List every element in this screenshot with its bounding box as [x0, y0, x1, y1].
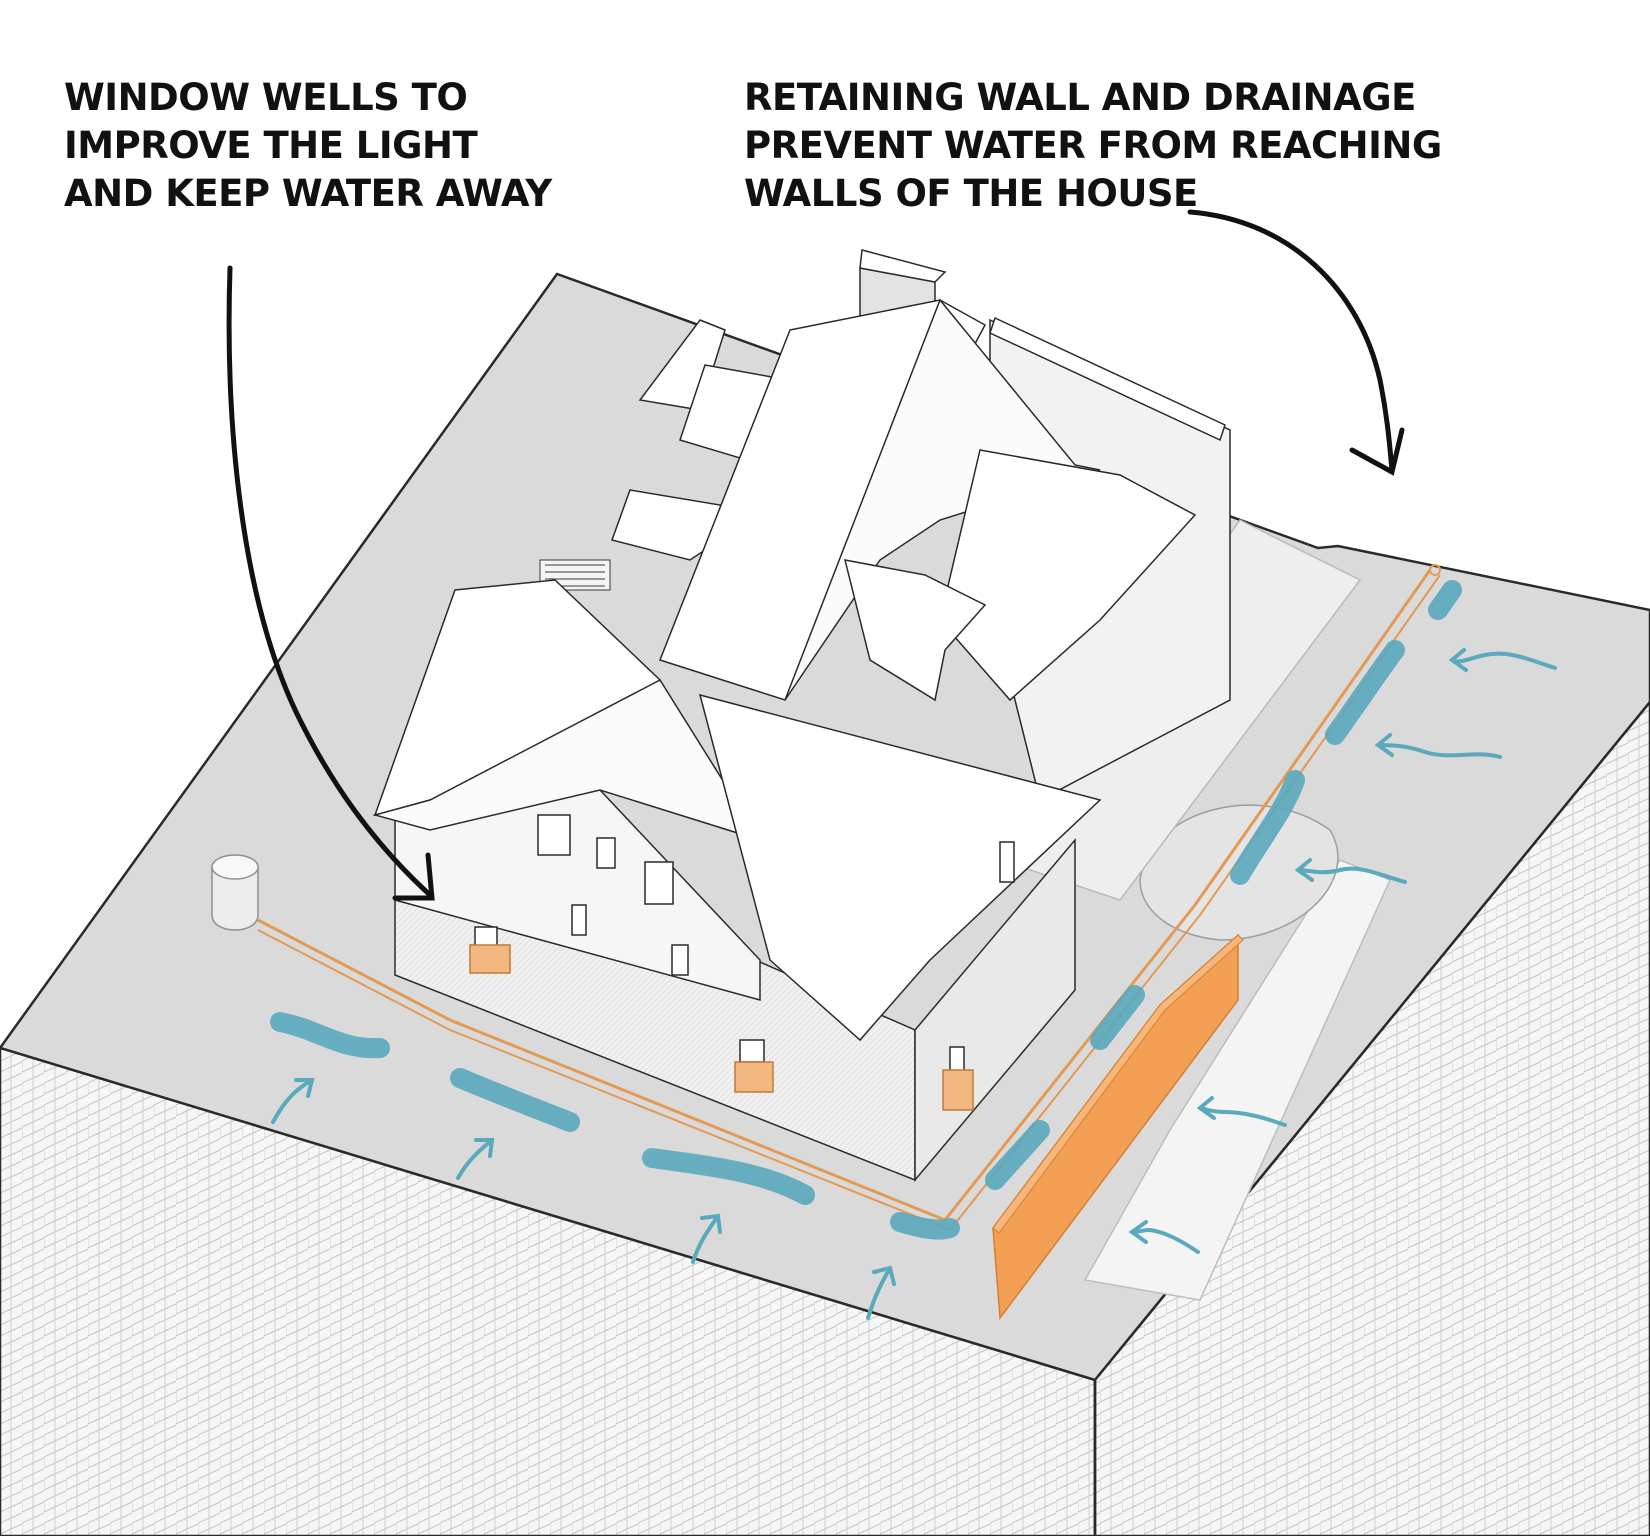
rain-tank — [211, 854, 259, 931]
water-flow-arrows — [271, 648, 1557, 1320]
water-streak — [450, 1068, 580, 1132]
callout-arrows — [226, 209, 1405, 901]
water-flow-arrow-icon — [1128, 1220, 1200, 1254]
front-right-roof — [698, 693, 1102, 1042]
water-flow-arrow-icon — [1294, 858, 1407, 884]
window-well — [469, 944, 511, 974]
window-well — [942, 1069, 974, 1111]
retaining-wall-caption: RETAINING WALL AND DRAINAGE PREVENT WATE… — [744, 74, 1442, 218]
water-flow-arrow-icon — [866, 1265, 896, 1320]
water-streak — [1325, 640, 1405, 745]
water-streak — [270, 1012, 390, 1059]
window — [949, 1046, 965, 1072]
window — [644, 861, 674, 905]
water-flow-arrow-icon — [456, 1138, 495, 1180]
water-flow-arrow-icon — [1448, 648, 1557, 672]
window — [474, 926, 498, 948]
curved-arrow-icon — [226, 265, 433, 898]
drain-outlet — [1429, 564, 1441, 576]
window — [739, 1039, 765, 1063]
main-roof-ridge-right — [784, 298, 1101, 701]
windows — [474, 814, 1015, 1072]
window — [999, 841, 1015, 883]
window — [537, 814, 571, 856]
retaining-wall — [992, 933, 1244, 1321]
right-dormer — [843, 559, 987, 702]
water-streak — [1428, 580, 1462, 620]
water-streak — [985, 1120, 1050, 1190]
rear-deck-rail — [989, 316, 1226, 442]
water-streak — [890, 1212, 960, 1240]
retaining-wall-top — [992, 934, 1244, 1234]
water-flow-arrow-icon — [1374, 733, 1502, 759]
chimney-cap — [859, 249, 947, 283]
water-streaks — [270, 580, 1462, 1240]
house — [372, 249, 1231, 1183]
caption-line: WALLS OF THE HOUSE — [744, 172, 1198, 215]
window — [596, 837, 616, 869]
water-flow-arrow-icon — [691, 1213, 722, 1264]
caption-line: AND KEEP WATER AWAY — [64, 172, 552, 215]
caption-line: PREVENT WATER FROM REACHING — [744, 124, 1442, 167]
soil-section-left — [0, 1046, 1097, 1536]
window-well — [734, 1061, 774, 1093]
window — [571, 904, 587, 936]
curved-arrow-icon — [1349, 427, 1405, 476]
water-streak — [1090, 985, 1145, 1050]
water-streak — [1230, 770, 1305, 885]
caption-line: RETAINING WALL AND DRAINAGE — [744, 76, 1416, 119]
caption-line: IMPROVE THE LIGHT — [64, 124, 478, 167]
water-flow-arrow-icon — [1196, 1096, 1287, 1127]
window — [671, 944, 689, 976]
caption-line: WINDOW WELLS TO — [64, 76, 468, 119]
window-wells — [469, 944, 974, 1111]
water-flow-arrow-icon — [271, 1078, 315, 1124]
curved-arrow-icon — [1187, 209, 1395, 473]
water-streak — [642, 1148, 815, 1205]
window-wells-caption: WINDOW WELLS TO IMPROVE THE LIGHT AND KE… — [64, 74, 552, 218]
curved-arrow-icon — [392, 852, 435, 901]
